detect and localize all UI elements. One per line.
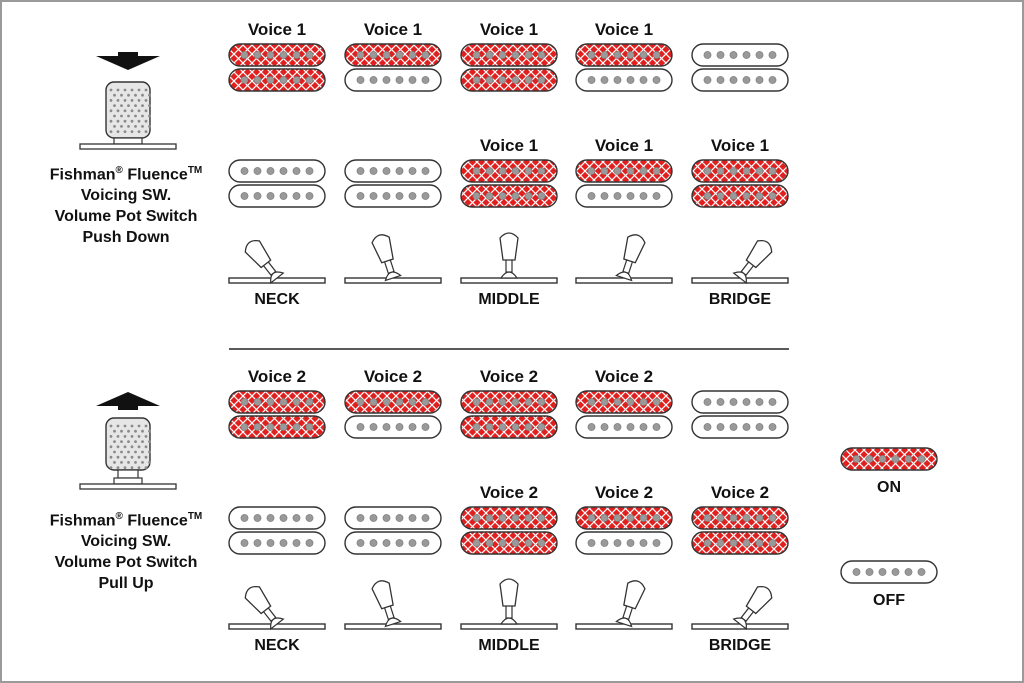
pull-up-row1-humbucker-2-bottom-coil bbox=[344, 415, 442, 439]
pull-up-volume-knob bbox=[79, 392, 177, 490]
pull-up-row1-humbucker-1-top-coil bbox=[228, 390, 326, 414]
push-down-row1-humbucker-2-top-coil bbox=[344, 43, 442, 67]
push-down-row2-humbucker-5-bottom-coil bbox=[691, 184, 789, 208]
push-down-row2-humbucker-1-bottom-coil bbox=[228, 184, 326, 208]
push-down-row1-humbucker-4-top-coil bbox=[575, 43, 673, 67]
push-down-row1-humbucker-2-bottom-coil bbox=[344, 68, 442, 92]
up-arrow-icon bbox=[96, 392, 160, 410]
push-down-voice-label: Voice 1 bbox=[595, 136, 653, 155]
pull-up-row2-humbucker-1-bottom-coil bbox=[228, 531, 326, 555]
push-down-row2-humbucker-3-top-coil bbox=[460, 159, 558, 183]
push-down-row1-humbucker-5-top-coil bbox=[691, 43, 789, 67]
push-down-selector-switch-5 bbox=[691, 239, 789, 285]
pull-up-position-label: MIDDLE bbox=[478, 637, 540, 654]
pull-up-selector-switch-2 bbox=[344, 580, 442, 630]
pull-up-position-label: BRIDGE bbox=[709, 637, 772, 654]
pull-up-row2-humbucker-3-bottom-coil bbox=[460, 531, 558, 555]
pull-up-voice-label: Voice 2 bbox=[595, 483, 653, 502]
push-down-voice-label: Voice 1 bbox=[364, 20, 422, 39]
legend-off-coil bbox=[840, 560, 938, 584]
pull-up-row1-humbucker-2-top-coil bbox=[344, 390, 442, 414]
push-down-selector-switch-1 bbox=[228, 239, 326, 285]
pull-up-position-label: NECK bbox=[254, 637, 300, 654]
pull-up-voice-label: Voice 2 bbox=[480, 367, 538, 386]
pull-up-row2-humbucker-5-bottom-coil bbox=[691, 531, 789, 555]
pull-up-row2-humbucker-3-top-coil bbox=[460, 506, 558, 530]
push-down-row2-humbucker-3-bottom-coil bbox=[460, 184, 558, 208]
push-down-row2-humbucker-2-bottom-coil bbox=[344, 184, 442, 208]
pull-up-row1-humbucker-5-bottom-coil bbox=[691, 415, 789, 439]
pull-up-voice-label: Voice 2 bbox=[364, 367, 422, 386]
push-down-selector-switch-3 bbox=[460, 232, 558, 284]
pull-up-row2-humbucker-5-top-coil bbox=[691, 506, 789, 530]
push-down-voice-label: Voice 1 bbox=[595, 20, 653, 39]
push-down-selector-switch-4 bbox=[575, 234, 673, 284]
pull-up-voice-label: Voice 2 bbox=[711, 483, 769, 502]
push-down-position-label: NECK bbox=[254, 291, 300, 308]
push-down-voice-label: Voice 1 bbox=[480, 136, 538, 155]
pull-up-row1-humbucker-3-bottom-coil bbox=[460, 415, 558, 439]
pull-up-row2-humbucker-2-bottom-coil bbox=[344, 531, 442, 555]
pull-up-selector-switch-5 bbox=[691, 585, 789, 631]
pull-up-row1-humbucker-1-bottom-coil bbox=[228, 415, 326, 439]
push-down-row2-humbucker-4-bottom-coil bbox=[575, 184, 673, 208]
legend-off-label: OFF bbox=[873, 592, 905, 609]
push-down-row2-humbucker-4-top-coil bbox=[575, 159, 673, 183]
pull-up-label: Fishman® FluenceTM Voicing SW. Volume Po… bbox=[49, 511, 203, 593]
pull-up-row2-humbucker-4-bottom-coil bbox=[575, 531, 673, 555]
pull-up-row1-humbucker-5-top-coil bbox=[691, 390, 789, 414]
pull-up-row2-humbucker-1-top-coil bbox=[228, 506, 326, 530]
pull-up-row2-humbucker-2-top-coil bbox=[344, 506, 442, 530]
push-down-volume-knob bbox=[79, 52, 177, 150]
push-down-row1-humbucker-4-bottom-coil bbox=[575, 68, 673, 92]
push-down-voice-label: Voice 1 bbox=[711, 136, 769, 155]
push-down-row1-humbucker-1-top-coil bbox=[228, 43, 326, 67]
push-down-voice-label: Voice 1 bbox=[248, 20, 306, 39]
push-down-position-label: BRIDGE bbox=[709, 291, 772, 308]
pull-up-voice-label: Voice 2 bbox=[595, 367, 653, 386]
push-down-row2-humbucker-1-top-coil bbox=[228, 159, 326, 183]
legend-on-label: ON bbox=[877, 479, 901, 496]
pull-up-selector-switch-4 bbox=[575, 580, 673, 630]
push-down-voice-label: Voice 1 bbox=[480, 20, 538, 39]
pull-up-row1-humbucker-4-bottom-coil bbox=[575, 415, 673, 439]
pull-up-selector-switch-3 bbox=[460, 578, 558, 630]
push-down-row1-humbucker-3-top-coil bbox=[460, 43, 558, 67]
pull-up-row2-humbucker-4-top-coil bbox=[575, 506, 673, 530]
push-down-row1-humbucker-3-bottom-coil bbox=[460, 68, 558, 92]
down-arrow-icon bbox=[96, 52, 160, 70]
legend-on-coil bbox=[840, 447, 938, 471]
pull-up-voice-label: Voice 2 bbox=[248, 367, 306, 386]
pull-up-voice-label: Voice 2 bbox=[480, 483, 538, 502]
push-down-row2-humbucker-5-top-coil bbox=[691, 159, 789, 183]
pull-up-selector-switch-1 bbox=[228, 585, 326, 631]
pull-up-row1-humbucker-3-top-coil bbox=[460, 390, 558, 414]
push-down-row2-humbucker-2-top-coil bbox=[344, 159, 442, 183]
push-down-row1-humbucker-5-bottom-coil bbox=[691, 68, 789, 92]
pull-up-row1-humbucker-4-top-coil bbox=[575, 390, 673, 414]
push-down-row1-humbucker-1-bottom-coil bbox=[228, 68, 326, 92]
push-down-position-label: MIDDLE bbox=[478, 291, 540, 308]
push-down-selector-switch-2 bbox=[344, 234, 442, 284]
push-down-label: Fishman® FluenceTM Voicing SW. Volume Po… bbox=[49, 165, 203, 247]
